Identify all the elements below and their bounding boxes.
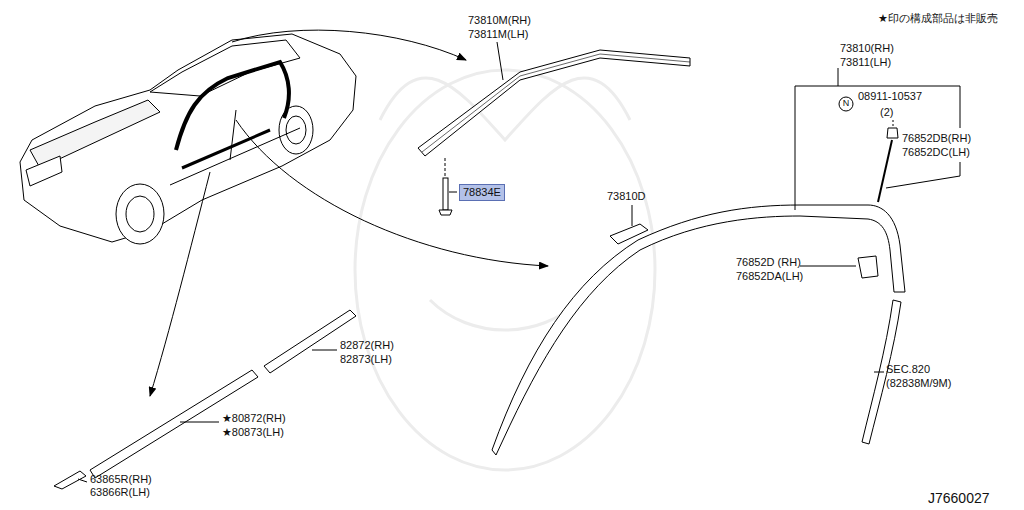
- part-number: 76852DB(RH): [902, 132, 971, 145]
- part-number: 76852D (RH): [736, 256, 801, 269]
- part-number: 73810M(RH): [468, 14, 531, 27]
- part-number: 63865R(RH): [90, 473, 152, 486]
- part-number: 82873(LH): [340, 353, 392, 366]
- part-number: 08911-10537: [858, 90, 922, 103]
- part-number: 76852DA(LH): [736, 270, 803, 283]
- highlighted-part-box: 78834E: [459, 184, 505, 201]
- diagram-id: J7660027: [928, 490, 990, 506]
- circled-symbol: N: [840, 98, 852, 109]
- part-number: 73811M(LH): [468, 28, 528, 41]
- part-number: (2): [880, 106, 893, 119]
- part-number: 76852DC(LH): [902, 146, 970, 159]
- part-number: 82872(RH): [340, 339, 394, 352]
- part-number: 73810(RH): [840, 42, 894, 55]
- part-number: 63866R(LH): [90, 486, 150, 499]
- part-number: ★80872(RH): [222, 412, 286, 425]
- part-number: 73810D: [607, 190, 646, 203]
- part-number: (82838M/9M): [886, 377, 951, 390]
- part-number: ★80873(LH): [222, 426, 284, 439]
- part-number: SEC.820: [886, 363, 930, 376]
- part-number: 78834E: [463, 186, 501, 199]
- note-text: ★印の構成部品は非販売: [878, 12, 998, 25]
- part-number: 73811(LH): [840, 56, 891, 69]
